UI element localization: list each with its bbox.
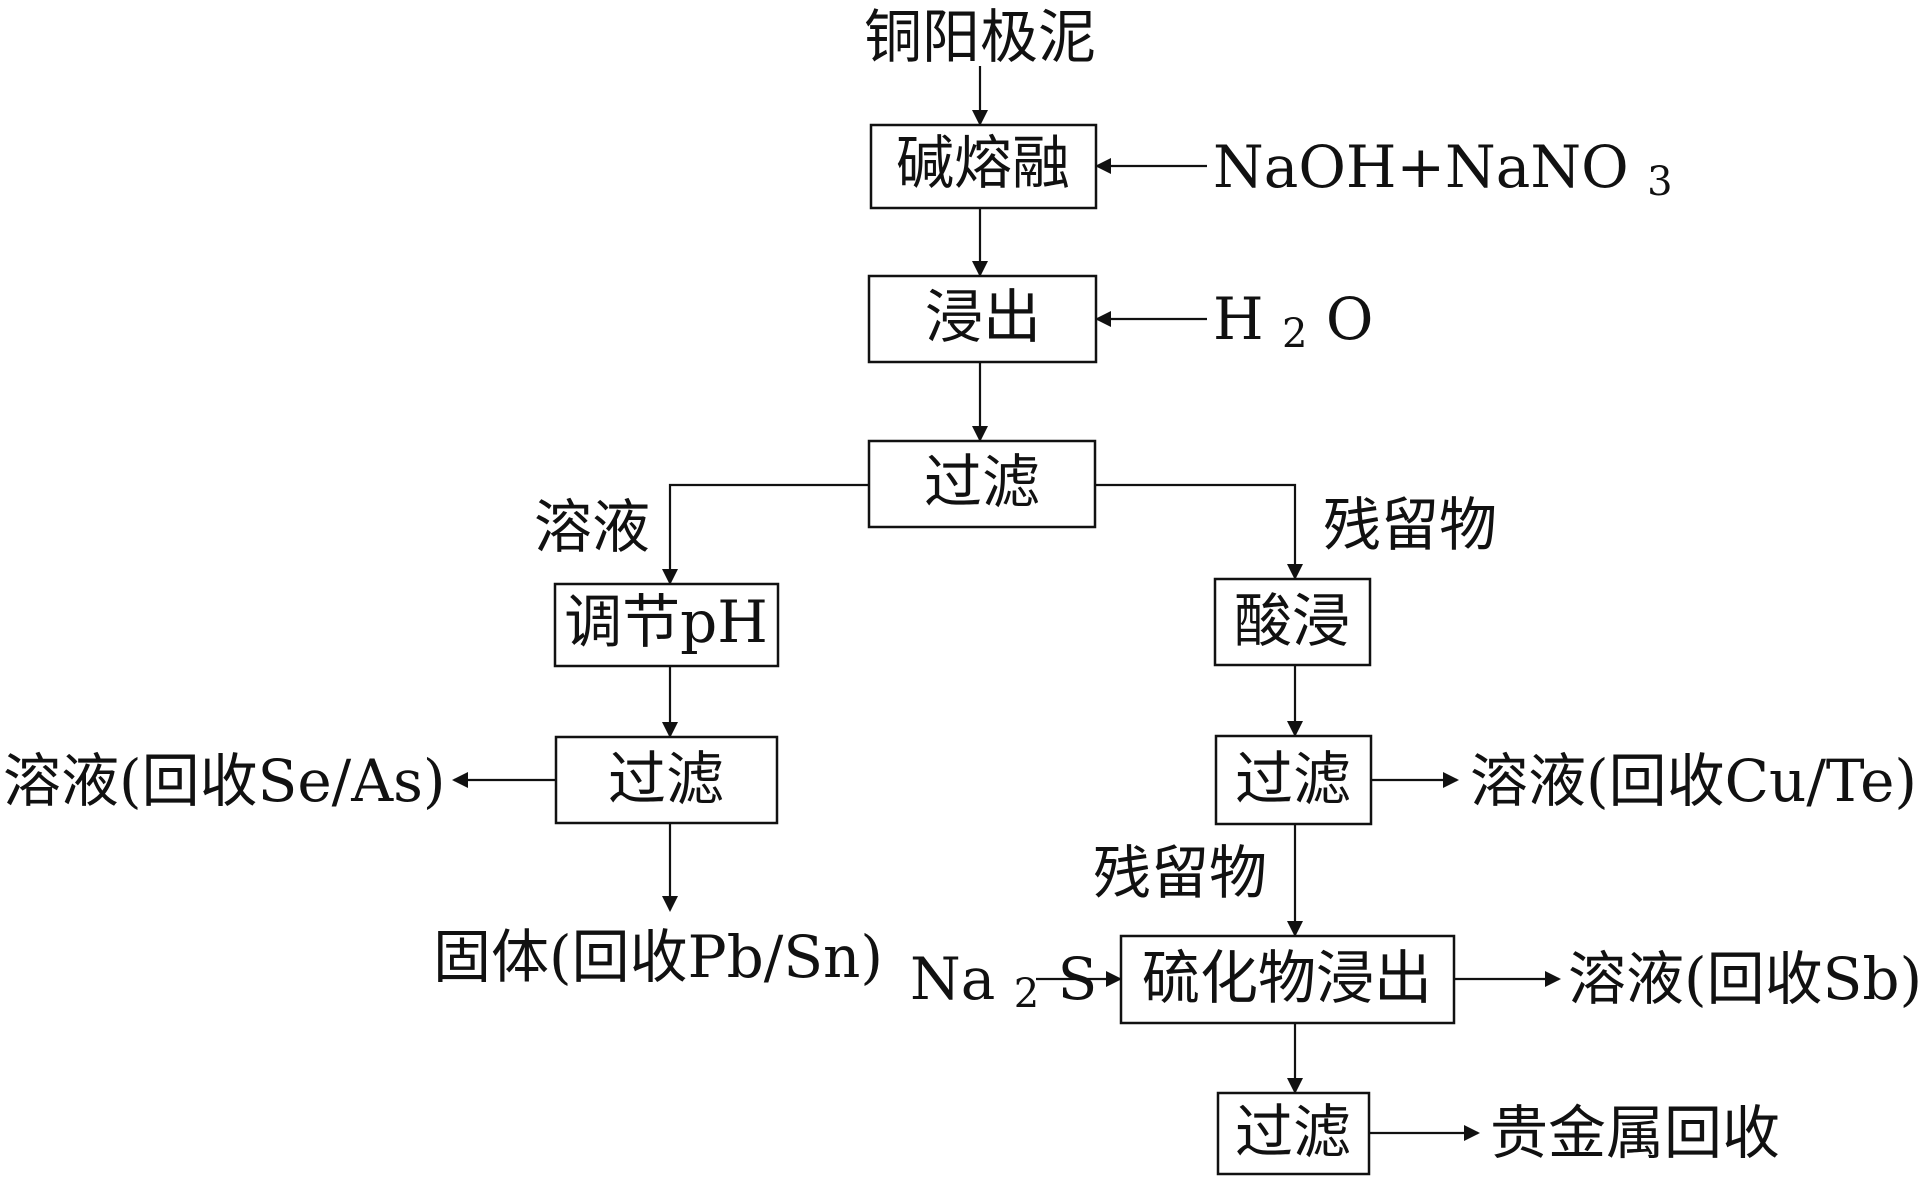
reagent-water-subscript: 2 bbox=[1282, 311, 1307, 357]
reagent-naoh-nano3: NaOH+NaNO 3 bbox=[1213, 133, 1673, 205]
reagent-na2s-subscript: 2 bbox=[1014, 971, 1039, 1017]
step-label-filter-main: 过滤 bbox=[924, 448, 1040, 516]
step-label-acid-leach: 酸浸 bbox=[1234, 587, 1350, 655]
reagent-na2s: Na 2 S bbox=[910, 945, 1097, 1021]
reagent-na2s-main: Na bbox=[910, 945, 995, 1013]
step-label-filter-left: 过滤 bbox=[608, 745, 724, 813]
output-precious-metals: 贵金属回收 bbox=[1490, 1099, 1780, 1167]
step-box-filter-right bbox=[1214, 734, 1373, 826]
reagent-na2s-tail: S bbox=[1058, 945, 1098, 1013]
edge-filter-main-to-acid-leach bbox=[1095, 483, 1303, 580]
reagent-water: H 2 O bbox=[1213, 285, 1373, 361]
step-box-leach bbox=[867, 274, 1098, 364]
step-label-filter-right: 过滤 bbox=[1235, 745, 1351, 813]
step-box-filter-left bbox=[554, 735, 779, 825]
branch-label-solution: 溶液 bbox=[534, 493, 650, 561]
output-pb-sn-solid: 固体(回收Pb/Sn) bbox=[433, 923, 883, 991]
step-label-sulfide-leach: 硫化物浸出 bbox=[1142, 944, 1432, 1012]
output-se-as-solution: 溶液(回收Se/As) bbox=[3, 747, 446, 815]
branch-label-residue-lower: 残留物 bbox=[1093, 839, 1267, 907]
reagent-water-main: H bbox=[1213, 285, 1264, 353]
step-box-acid-leach bbox=[1213, 577, 1372, 667]
step-box-filter-main bbox=[867, 439, 1097, 529]
edge-filter-main-to-adjust-ph bbox=[662, 483, 869, 585]
step-label-adjust-ph: 调节pH bbox=[564, 588, 768, 656]
step-label-filter-bottom: 过滤 bbox=[1235, 1098, 1351, 1166]
step-box-adjust-ph bbox=[553, 582, 780, 668]
start-label-copper-anode-slime: 铜阳极泥 bbox=[864, 3, 1096, 71]
step-label-leach: 浸出 bbox=[925, 283, 1041, 351]
branch-label-residue: 残留物 bbox=[1323, 491, 1497, 559]
reagent-naoh-nano3-subscript: 3 bbox=[1647, 159, 1672, 205]
reagent-water-tail: O bbox=[1326, 285, 1374, 353]
output-sb-solution: 溶液(回收Sb) bbox=[1568, 945, 1922, 1013]
output-cu-te-solution: 溶液(回收Cu/Te) bbox=[1470, 747, 1917, 815]
step-label-alkali-fusion: 碱熔融 bbox=[896, 129, 1070, 197]
reagent-naoh-nano3-main: NaOH+NaNO bbox=[1213, 133, 1629, 201]
